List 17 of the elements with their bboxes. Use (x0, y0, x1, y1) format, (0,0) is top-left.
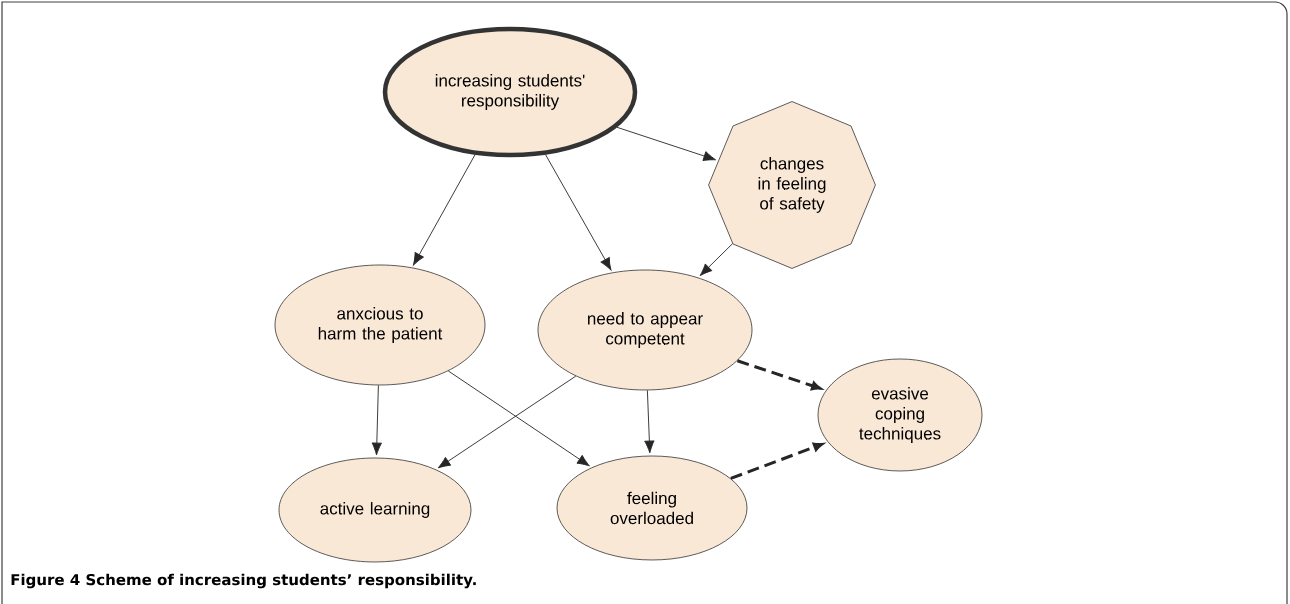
arrow (447, 370, 590, 467)
ellipse-node: need to appear competent (537, 269, 753, 391)
ellipse-node: feeling overloaded (556, 455, 748, 561)
arrow (437, 375, 577, 469)
arrow (616, 126, 717, 161)
arrow (413, 154, 476, 266)
arrow (699, 243, 733, 276)
octagon-node: changes in feeling of safety (708, 101, 876, 269)
caption: Figure 4 Scheme of increasing students’ responsibility. (11, 573, 476, 589)
arrow (736, 359, 822, 391)
arrow (371, 384, 382, 456)
arrow (644, 389, 655, 454)
arrow (545, 154, 612, 271)
ellipse-node: active learning (278, 457, 472, 563)
ellipse-node: evasive coping techniques (817, 358, 983, 472)
ellipse-node: anxcious to harm the patient (274, 264, 486, 386)
ellipse-node: increasing students' responsibility (382, 26, 638, 158)
